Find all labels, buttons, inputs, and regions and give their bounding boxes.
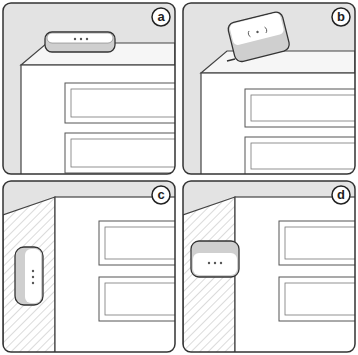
panel-d	[183, 181, 358, 355]
panel-c	[3, 181, 185, 355]
callout-letter: d	[337, 188, 345, 201]
panel-a	[3, 3, 185, 180]
callout-letter: a	[157, 10, 164, 23]
callout-letter: b	[337, 10, 345, 23]
panel-b	[183, 3, 358, 183]
callout-letter: c	[157, 188, 164, 201]
